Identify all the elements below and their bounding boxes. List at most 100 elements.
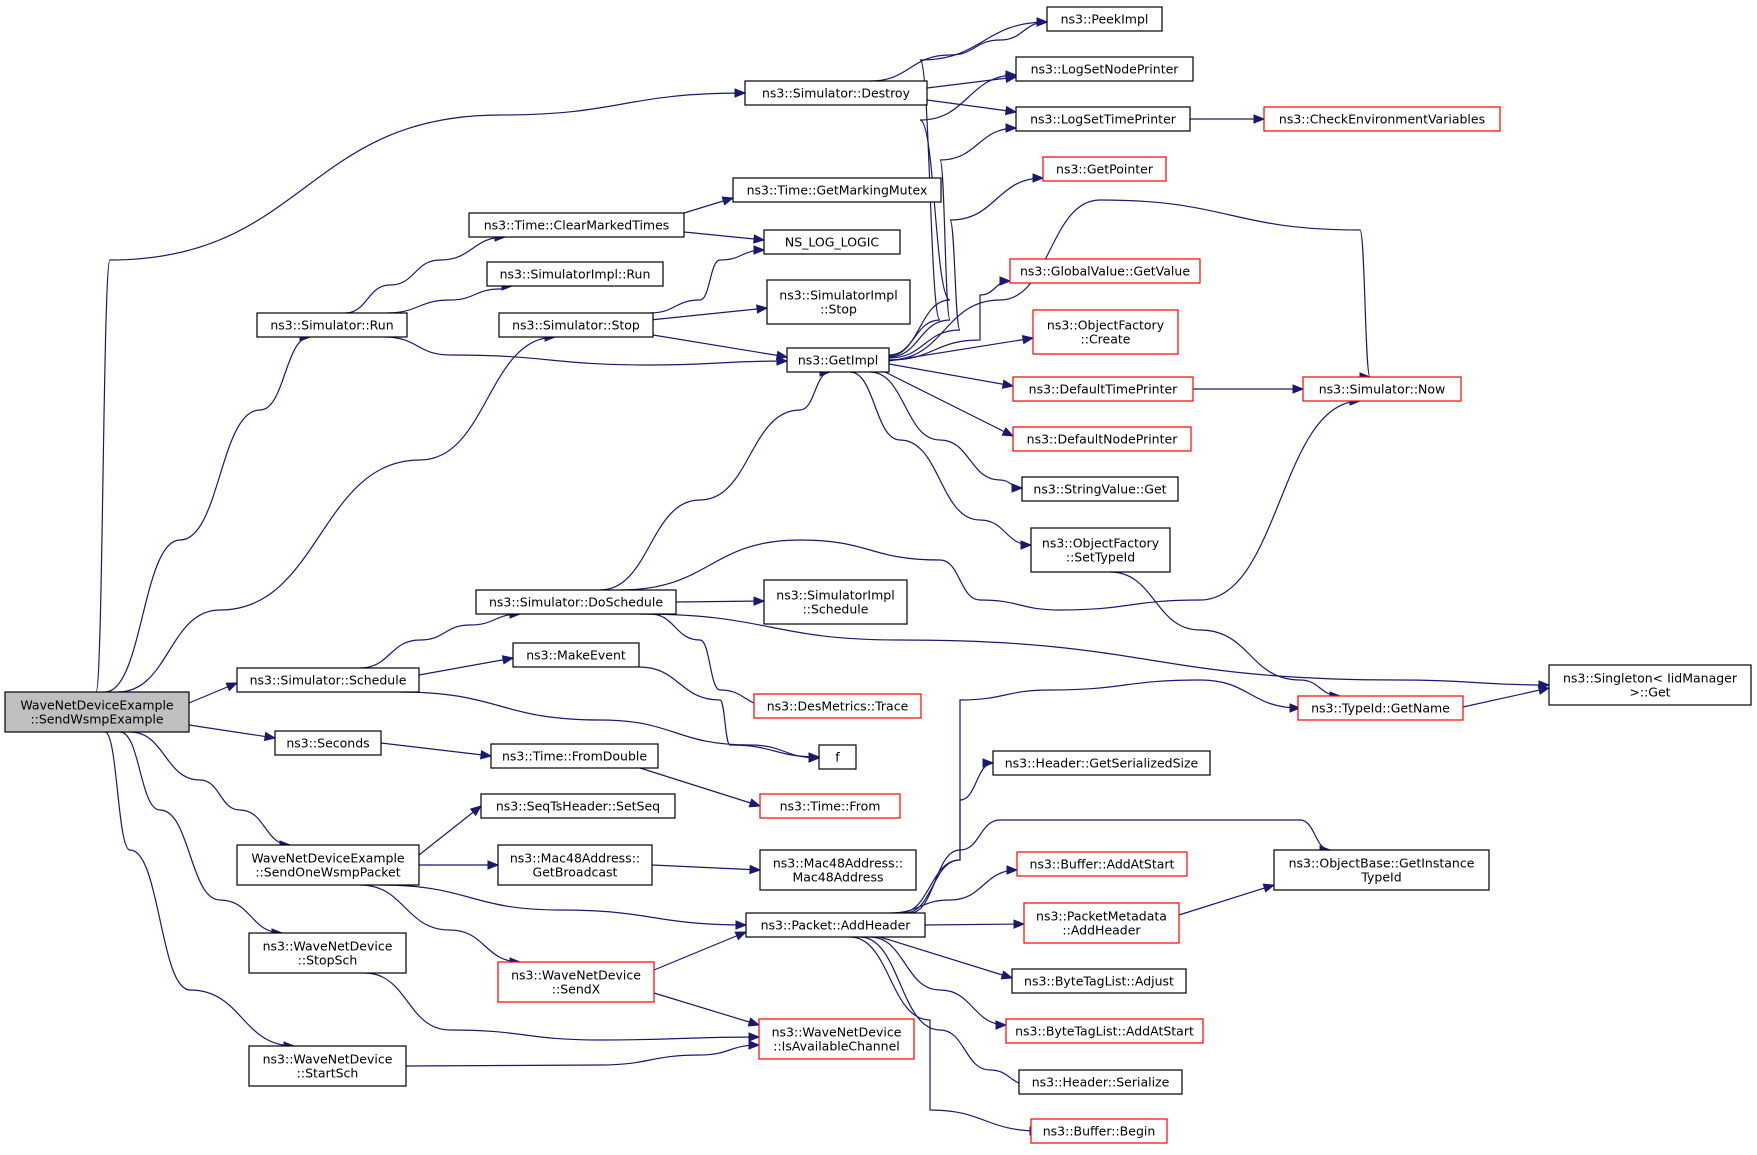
node-label-typeidname-0: ns3::TypeId::GetName — [1311, 701, 1450, 716]
node-label-getbroadcast-0: ns3::Mac48Address:: — [510, 851, 640, 866]
node-f[interactable]: f — [818, 744, 857, 770]
edge-seconds-to-fromdouble — [380, 742, 492, 757]
edge-root-to-destroy — [95, 92, 746, 693]
arrowhead-addheader-to-btladdatstart — [995, 1020, 1008, 1030]
node-isavail[interactable]: ns3::WaveNetDevice::IsAvailableChannel — [758, 1018, 915, 1060]
node-label-addheader-0: ns3::Packet::AddHeader — [761, 918, 912, 933]
arrowhead-getimpl-to-ofcreate — [1021, 334, 1035, 345]
node-getbroadcast[interactable]: ns3::Mac48Address::GetBroadcast — [497, 844, 653, 886]
node-label-mac48-1: Mac48Address — [792, 870, 883, 885]
node-box-implschedule — [763, 579, 908, 625]
edge-schedule-to-f — [399, 691, 820, 759]
node-box-implstop — [766, 279, 911, 325]
arrowhead-makeevent-to-f — [808, 752, 821, 762]
node-implschedule[interactable]: ns3::SimulatorImpl::Schedule — [763, 579, 908, 625]
node-simnow[interactable]: ns3::Simulator::Now — [1302, 376, 1462, 402]
node-pmaddheader[interactable]: ns3::PacketMetadata::AddHeader — [1023, 902, 1180, 944]
edge-addheader-to-getinstance — [909, 819, 1331, 914]
node-destroy[interactable]: ns3::Simulator::Destroy — [744, 80, 928, 106]
node-nslog[interactable]: NS_LOG_LOGIC — [763, 229, 901, 255]
edge-sendx-to-isavail — [653, 992, 760, 1026]
node-sendone[interactable]: WaveNetDeviceExample::SendOneWsmpPacket — [236, 844, 420, 886]
node-stopsch[interactable]: ns3::WaveNetDevice::StopSch — [248, 932, 407, 974]
node-box-logtime — [1015, 106, 1191, 132]
node-box-root — [4, 691, 190, 733]
node-label-sendone-0: WaveNetDeviceExample — [251, 851, 405, 866]
node-schedule[interactable]: ns3::Simulator::Schedule — [236, 667, 420, 693]
edge-getimpl-to-ofcreate — [888, 337, 1034, 362]
node-seconds[interactable]: ns3::Seconds — [274, 730, 382, 756]
arrowhead-clearmarked-to-nslog — [753, 234, 766, 244]
node-doschedule[interactable]: ns3::Simulator::DoSchedule — [475, 589, 677, 615]
node-box-schedule — [236, 667, 420, 693]
edge-stopsch-to-isavail — [364, 972, 760, 1041]
node-label-simrun-0: ns3::Simulator::Run — [270, 318, 393, 333]
node-getmarking[interactable]: ns3::Time::GetMarkingMutex — [732, 177, 942, 203]
node-label-fromdouble-0: ns3::Time::FromDouble — [502, 749, 647, 764]
arrowhead-sendone-to-addheader — [735, 920, 748, 930]
node-btladdatstart[interactable]: ns3::ByteTagList::AddAtStart — [1005, 1018, 1204, 1044]
node-box-timefrom — [759, 793, 901, 819]
node-fromdouble[interactable]: ns3::Time::FromDouble — [490, 743, 659, 769]
node-label-nslog-0: NS_LOG_LOGIC — [785, 235, 880, 250]
node-lognode[interactable]: ns3::LogSetNodePrinter — [1015, 56, 1194, 82]
call-graph-nodes: WaveNetDeviceExample::SendWsmpExamplens3… — [4, 6, 1752, 1144]
node-box-destroy — [744, 80, 928, 106]
node-sendx[interactable]: ns3::WaveNetDevice::SendX — [497, 961, 655, 1003]
node-label-getpointer-0: ns3::GetPointer — [1056, 162, 1154, 177]
node-label-root-1: ::SendWsmpExample — [30, 712, 163, 727]
node-getpointer[interactable]: ns3::GetPointer — [1042, 156, 1167, 182]
edge-schedule-to-makeevent — [418, 657, 514, 676]
arrowhead-doschedule-to-implschedule — [753, 596, 766, 606]
node-globalvalue[interactable]: ns3::GlobalValue::GetValue — [1009, 258, 1201, 284]
node-timefrom[interactable]: ns3::Time::From — [759, 793, 901, 819]
node-deftime[interactable]: ns3::DefaultTimePrinter — [1012, 376, 1194, 402]
node-adjust[interactable]: ns3::ByteTagList::Adjust — [1011, 968, 1187, 994]
edge-doschedule-to-desmetrics — [649, 613, 771, 707]
node-addheader[interactable]: ns3::Packet::AddHeader — [745, 912, 926, 938]
node-setseq[interactable]: ns3::SeqTsHeader::SetSeq — [480, 793, 676, 819]
node-getimpl[interactable]: ns3::GetImpl — [786, 347, 890, 373]
node-label-sendx-0: ns3::WaveNetDevice — [511, 968, 641, 983]
node-startsch[interactable]: ns3::WaveNetDevice::StartSch — [248, 1045, 407, 1087]
node-checkenv[interactable]: ns3::CheckEnvironmentVariables — [1263, 106, 1501, 132]
node-stringget[interactable]: ns3::StringValue::Get — [1021, 476, 1179, 502]
node-implrun[interactable]: ns3::SimulatorImpl::Run — [486, 261, 664, 287]
node-addatstart[interactable]: ns3::Buffer::AddAtStart — [1016, 851, 1188, 877]
node-label-root-0: WaveNetDeviceExample — [20, 698, 174, 713]
node-implstop[interactable]: ns3::SimulatorImpl::Stop — [766, 279, 911, 325]
node-bufbegin[interactable]: ns3::Buffer::Begin — [1030, 1118, 1168, 1144]
node-makeevent[interactable]: ns3::MakeEvent — [512, 642, 640, 668]
arrowhead-schedule-to-makeevent — [501, 655, 515, 665]
node-logtime[interactable]: ns3::LogSetTimePrinter — [1015, 106, 1191, 132]
node-box-doschedule — [475, 589, 677, 615]
node-simrun[interactable]: ns3::Simulator::Run — [256, 312, 408, 338]
node-settypeid[interactable]: ns3::ObjectFactory::SetTypeId — [1030, 527, 1171, 573]
node-box-makeevent — [512, 642, 640, 668]
node-typeidname[interactable]: ns3::TypeId::GetName — [1297, 695, 1464, 721]
node-hdrserialize[interactable]: ns3::Header::Serialize — [1018, 1069, 1183, 1095]
node-label-f-0: f — [835, 750, 840, 765]
edge-addheader-to-hdrsize — [904, 762, 994, 914]
edge-getbroadcast-to-mac48 — [651, 864, 761, 871]
node-defnode[interactable]: ns3::DefaultNodePrinter — [1012, 426, 1192, 452]
node-box-setseq — [480, 793, 676, 819]
node-root: WaveNetDeviceExample::SendWsmpExample — [4, 691, 190, 733]
node-peekimpl[interactable]: ns3::PeekImpl — [1046, 6, 1163, 32]
edge-addheader-to-addatstart — [889, 869, 1018, 914]
node-label-doschedule-0: ns3::Simulator::DoSchedule — [489, 595, 663, 610]
node-desmetrics[interactable]: ns3::DesMetrics::Trace — [753, 693, 922, 719]
arrowhead-simstop-to-implstop — [756, 304, 769, 314]
node-box-settypeid — [1030, 527, 1171, 573]
node-simstop[interactable]: ns3::Simulator::Stop — [498, 312, 654, 338]
node-label-getbroadcast-1: GetBroadcast — [533, 865, 618, 880]
node-singleton[interactable]: ns3::Singleton< IidManager >::Get — [1548, 664, 1752, 706]
node-label-getmarking-0: ns3::Time::GetMarkingMutex — [747, 183, 928, 198]
node-clearmarked[interactable]: ns3::Time::ClearMarkedTimes — [468, 212, 685, 238]
node-ofcreate[interactable]: ns3::ObjectFactory::Create — [1032, 309, 1179, 355]
edge-simrun-to-getimpl — [384, 336, 788, 366]
node-label-timefrom-0: ns3::Time::From — [780, 799, 881, 814]
node-mac48[interactable]: ns3::Mac48Address::Mac48Address — [759, 849, 917, 891]
node-hdrsize[interactable]: ns3::Header::GetSerializedSize — [992, 750, 1211, 776]
